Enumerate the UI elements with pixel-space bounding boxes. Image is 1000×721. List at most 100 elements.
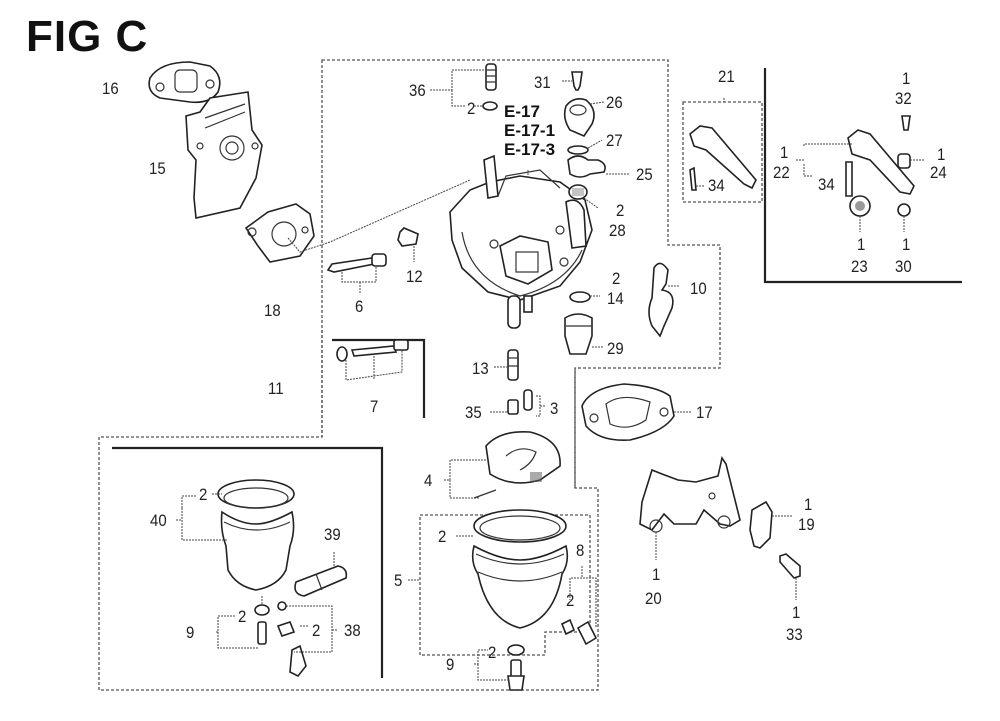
callout-11[interactable]: 11 (268, 379, 284, 398)
callout-20[interactable]: 20 (645, 589, 662, 608)
figure-title: FIG C (26, 12, 149, 61)
part-14-oring (569, 291, 600, 303)
reference-code[interactable]: E-17-3 (504, 140, 556, 160)
part-31-screw (562, 71, 583, 91)
part-10-lever (648, 262, 680, 338)
callout-24[interactable]: 24 (930, 163, 947, 182)
part-21-lever (689, 98, 757, 191)
callout-28[interactable]: 28 (609, 221, 626, 240)
part-12-screw (397, 227, 419, 262)
callout-38[interactable]: 38 (344, 621, 361, 640)
callout-3[interactable]: 3 (550, 399, 559, 418)
part-28-seal (568, 184, 599, 209)
callout-9-center-qty: 2 (488, 643, 497, 662)
callout-8-qty: 2 (566, 591, 575, 610)
callout-20-qty: 1 (652, 565, 661, 584)
part-18-insulator (244, 179, 471, 263)
part-5-float-bowl (408, 509, 569, 629)
part-36-screw (430, 63, 498, 111)
part-38-drain (276, 601, 338, 678)
part-13-main-jet (494, 349, 519, 381)
part-15-bracket (185, 91, 263, 219)
callout-31[interactable]: 31 (534, 73, 551, 92)
part-17-gasket (581, 383, 692, 442)
box-7 (332, 338, 426, 418)
callout-9-left[interactable]: 9 (186, 623, 195, 642)
callout-32[interactable]: 32 (895, 89, 912, 108)
part-9-bolt-left (216, 596, 270, 649)
part-19-clip (749, 500, 792, 549)
callout-33[interactable]: 33 (786, 625, 803, 644)
callout-27[interactable]: 27 (606, 131, 623, 150)
part-4-float (444, 430, 561, 499)
callout-16[interactable]: 16 (102, 79, 119, 98)
part-24-nut (897, 153, 925, 169)
callout-40-qty: 2 (199, 485, 208, 504)
part-33-screw (779, 553, 801, 600)
box-21 (682, 101, 763, 203)
part-25-fitting (567, 155, 630, 178)
callout-4[interactable]: 4 (424, 471, 433, 490)
reference-code[interactable]: E-17 (504, 102, 540, 121)
part-6-pilot-screw (326, 253, 387, 294)
part-20-bracket (639, 455, 741, 560)
callout-5[interactable]: 5 (394, 571, 403, 590)
box-5 (419, 514, 591, 656)
callout-28-qty: 2 (616, 201, 625, 220)
part-32-screw (901, 115, 911, 131)
callout-15[interactable]: 15 (149, 159, 166, 178)
callout-9-center[interactable]: 9 (446, 655, 455, 674)
part-9-bolt-center (474, 644, 525, 691)
callout-39[interactable]: 39 (324, 525, 341, 544)
callout-21[interactable]: 21 (718, 67, 735, 86)
callout-38-qty: 2 (312, 621, 321, 640)
callout-12[interactable]: 12 (406, 267, 423, 286)
callout-5-qty: 2 (438, 527, 447, 546)
box-bowl-left (112, 446, 384, 678)
callout-30[interactable]: 30 (895, 257, 912, 276)
callout-19-qty: 1 (804, 495, 813, 514)
part-22-lever (796, 129, 915, 197)
callout-13[interactable]: 13 (472, 359, 489, 378)
callout-6[interactable]: 6 (355, 297, 364, 316)
callout-17[interactable]: 17 (696, 403, 713, 422)
callout-35[interactable]: 35 (465, 403, 482, 422)
callout-10[interactable]: 10 (690, 279, 707, 298)
part-40-bowl (176, 479, 295, 591)
callout-9-left-qty: 2 (238, 607, 247, 626)
callout-8[interactable]: 8 (576, 541, 585, 560)
part-8-drain-screw (560, 566, 598, 646)
reference-code[interactable]: E-17-1 (504, 121, 556, 141)
callout-34-a[interactable]: 34 (708, 176, 725, 195)
part-39-tube (294, 552, 348, 597)
callout-14-qty: 2 (612, 269, 621, 288)
callout-29[interactable]: 29 (607, 339, 624, 358)
callout-26[interactable]: 26 (606, 93, 623, 112)
part-26-cap (563, 98, 605, 137)
part-7-needle (336, 339, 409, 381)
callout-30-qty: 1 (902, 235, 911, 254)
callout-7[interactable]: 7 (370, 397, 379, 416)
callout-36[interactable]: 36 (409, 81, 426, 100)
callout-40[interactable]: 40 (150, 511, 167, 530)
reference-code-list: E-17 E-17-1 E-17-3 (504, 102, 555, 159)
callout-25[interactable]: 25 (636, 165, 653, 184)
callout-18[interactable]: 18 (264, 301, 281, 320)
callout-23-qty: 1 (857, 235, 866, 254)
part-16-gasket (148, 61, 221, 104)
part-3-emulsion (523, 389, 546, 417)
callout-32-qty: 1 (902, 69, 911, 88)
callout-14[interactable]: 14 (607, 289, 624, 308)
callout-24-qty: 1 (937, 145, 946, 164)
callout-22[interactable]: 22 (773, 163, 790, 182)
callout-34-b[interactable]: 34 (818, 175, 835, 194)
callout-19[interactable]: 19 (798, 515, 815, 534)
part-27-washer (567, 139, 603, 155)
part-23-spring (849, 195, 871, 232)
box-22-assembly (763, 68, 962, 284)
callout-22-qty: 1 (780, 143, 789, 162)
carburetor-body (449, 154, 593, 329)
callout-23[interactable]: 23 (851, 257, 868, 276)
